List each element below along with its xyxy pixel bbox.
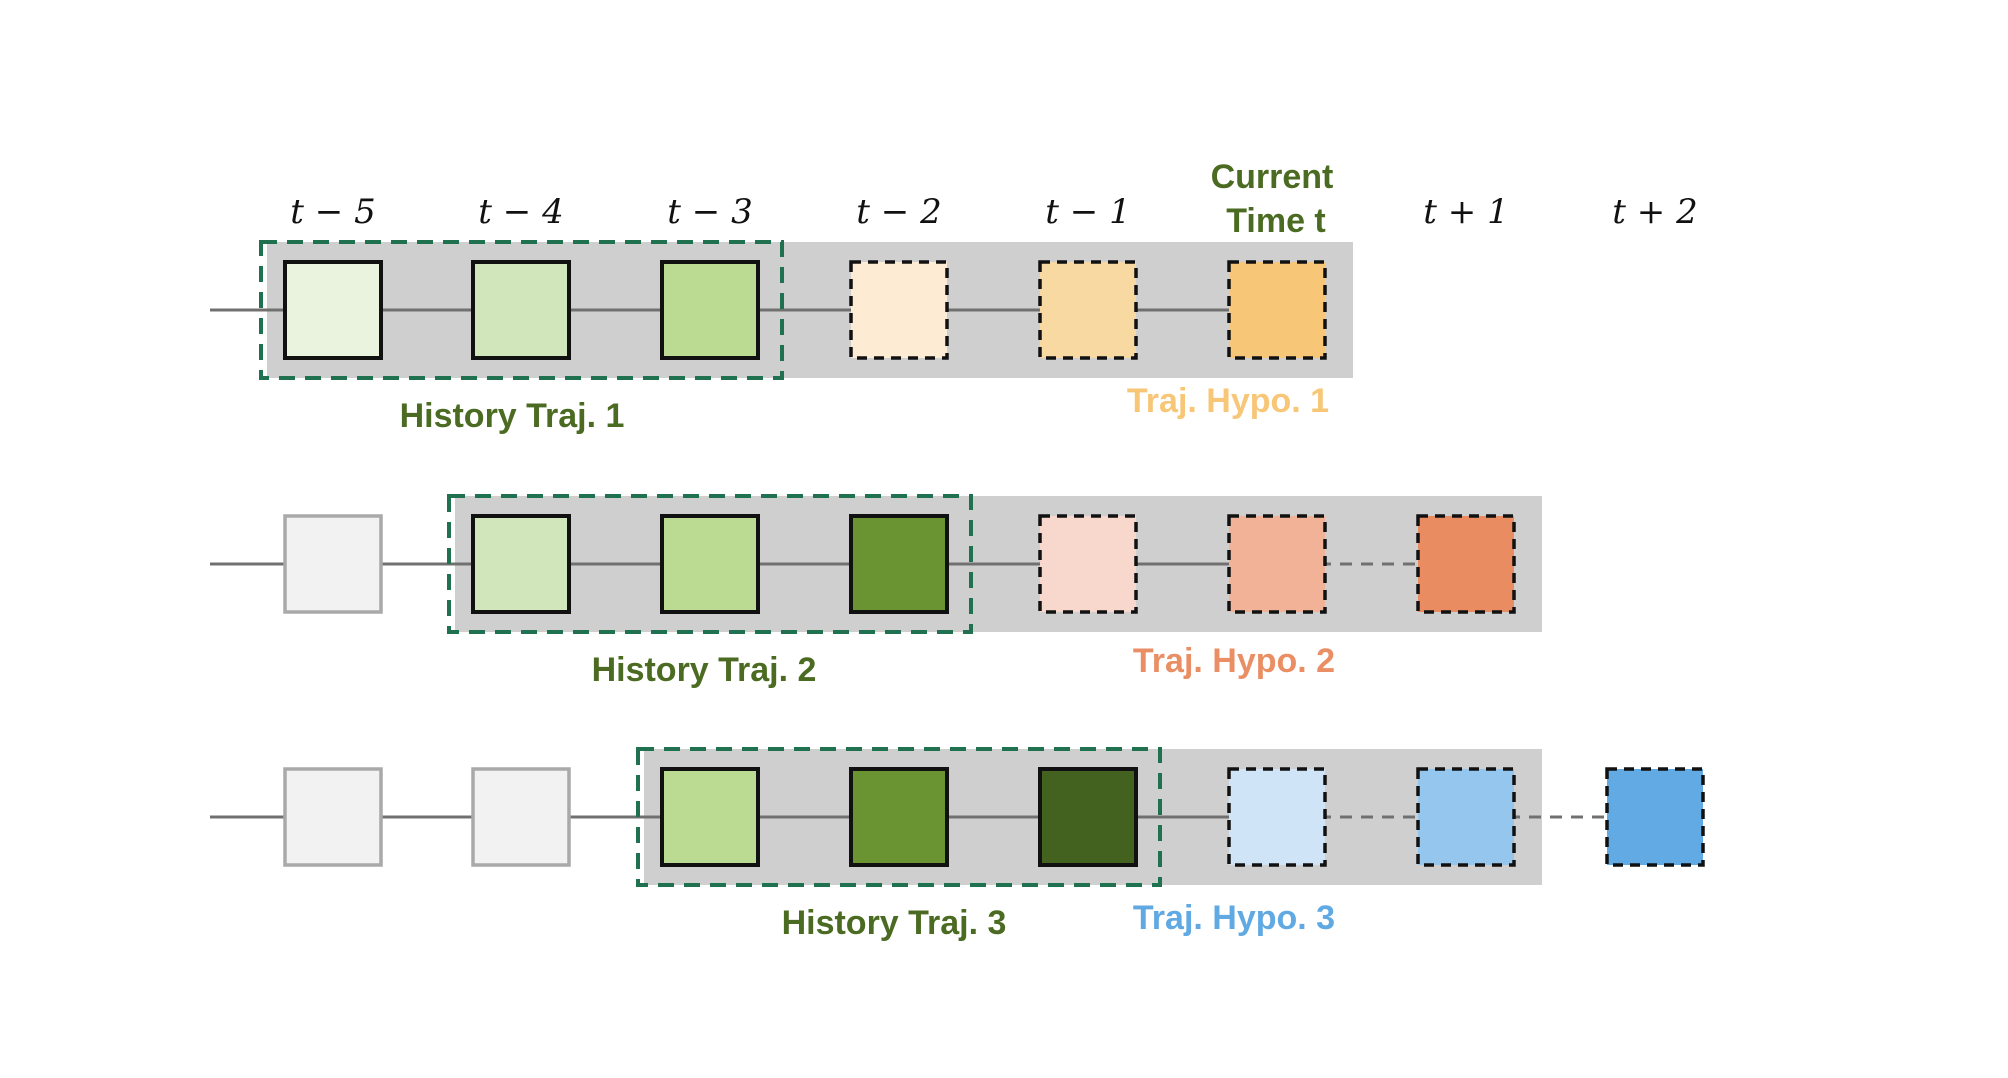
trajectory-row-2: History Traj. 2 Traj. Hypo. 2 bbox=[210, 494, 1542, 689]
time-step-box-hypothesis bbox=[1227, 514, 1327, 614]
history-window-box bbox=[259, 240, 784, 380]
traj-hypo-label: Traj. Hypo. 2 bbox=[1133, 642, 1335, 680]
time-step-box-hypothesis bbox=[1038, 260, 1138, 360]
history-window-box bbox=[447, 494, 973, 634]
current-time-label-line1: Current bbox=[1211, 158, 1334, 196]
trajectory-row-1: History Traj. 1 Traj. Hypo. 1 bbox=[210, 240, 1353, 435]
history-traj-label: History Traj. 3 bbox=[782, 904, 1007, 942]
time-label-t-minus-4: t − 4 bbox=[478, 192, 563, 232]
time-step-box-past bbox=[283, 514, 383, 614]
history-traj-label: History Traj. 2 bbox=[592, 651, 817, 689]
time-step-cells bbox=[283, 767, 1705, 867]
time-step-box-hypothesis bbox=[1038, 514, 1138, 614]
time-label-t-plus-1: t + 1 bbox=[1423, 192, 1508, 232]
time-step-box-history bbox=[471, 514, 571, 614]
time-step-box-hypothesis bbox=[1416, 514, 1516, 614]
trajectory-row-3: History Traj. 3 Traj. Hypo. 3 bbox=[210, 747, 1705, 942]
current-time-label-line2: Time t bbox=[1226, 202, 1326, 240]
history-traj-label: History Traj. 1 bbox=[400, 397, 625, 435]
time-step-box-history bbox=[660, 767, 760, 867]
time-step-box-history bbox=[1038, 767, 1138, 867]
time-step-box-hypothesis bbox=[1227, 767, 1327, 867]
time-label-t-minus-1: t − 1 bbox=[1045, 192, 1130, 232]
traj-hypo-label: Traj. Hypo. 1 bbox=[1127, 382, 1329, 420]
time-step-box-history bbox=[471, 260, 571, 360]
time-step-box-history bbox=[849, 767, 949, 867]
time-step-box-history bbox=[660, 514, 760, 614]
time-label-t-minus-3: t − 3 bbox=[667, 192, 752, 232]
time-step-box-hypothesis bbox=[1227, 260, 1327, 360]
time-axis: t − 5 t − 4 t − 3 t − 2 t − 1 Current Ti… bbox=[290, 158, 1697, 240]
time-step-cells bbox=[283, 514, 1516, 614]
time-label-t-plus-2: t + 2 bbox=[1612, 192, 1697, 232]
time-step-box-history bbox=[849, 514, 949, 614]
time-step-box-past bbox=[471, 767, 571, 867]
history-window-box bbox=[636, 747, 1162, 887]
time-step-cells bbox=[283, 260, 1327, 360]
time-step-box-hypothesis bbox=[849, 260, 949, 360]
time-step-box-hypothesis bbox=[1416, 767, 1516, 867]
time-step-box-history bbox=[283, 260, 383, 360]
time-step-box-history bbox=[660, 260, 760, 360]
time-step-box-hypothesis bbox=[1605, 767, 1705, 867]
traj-hypo-label: Traj. Hypo. 3 bbox=[1133, 899, 1335, 937]
time-label-t-minus-5: t − 5 bbox=[290, 192, 375, 232]
time-step-box-past bbox=[283, 767, 383, 867]
time-label-t-minus-2: t − 2 bbox=[856, 192, 941, 232]
